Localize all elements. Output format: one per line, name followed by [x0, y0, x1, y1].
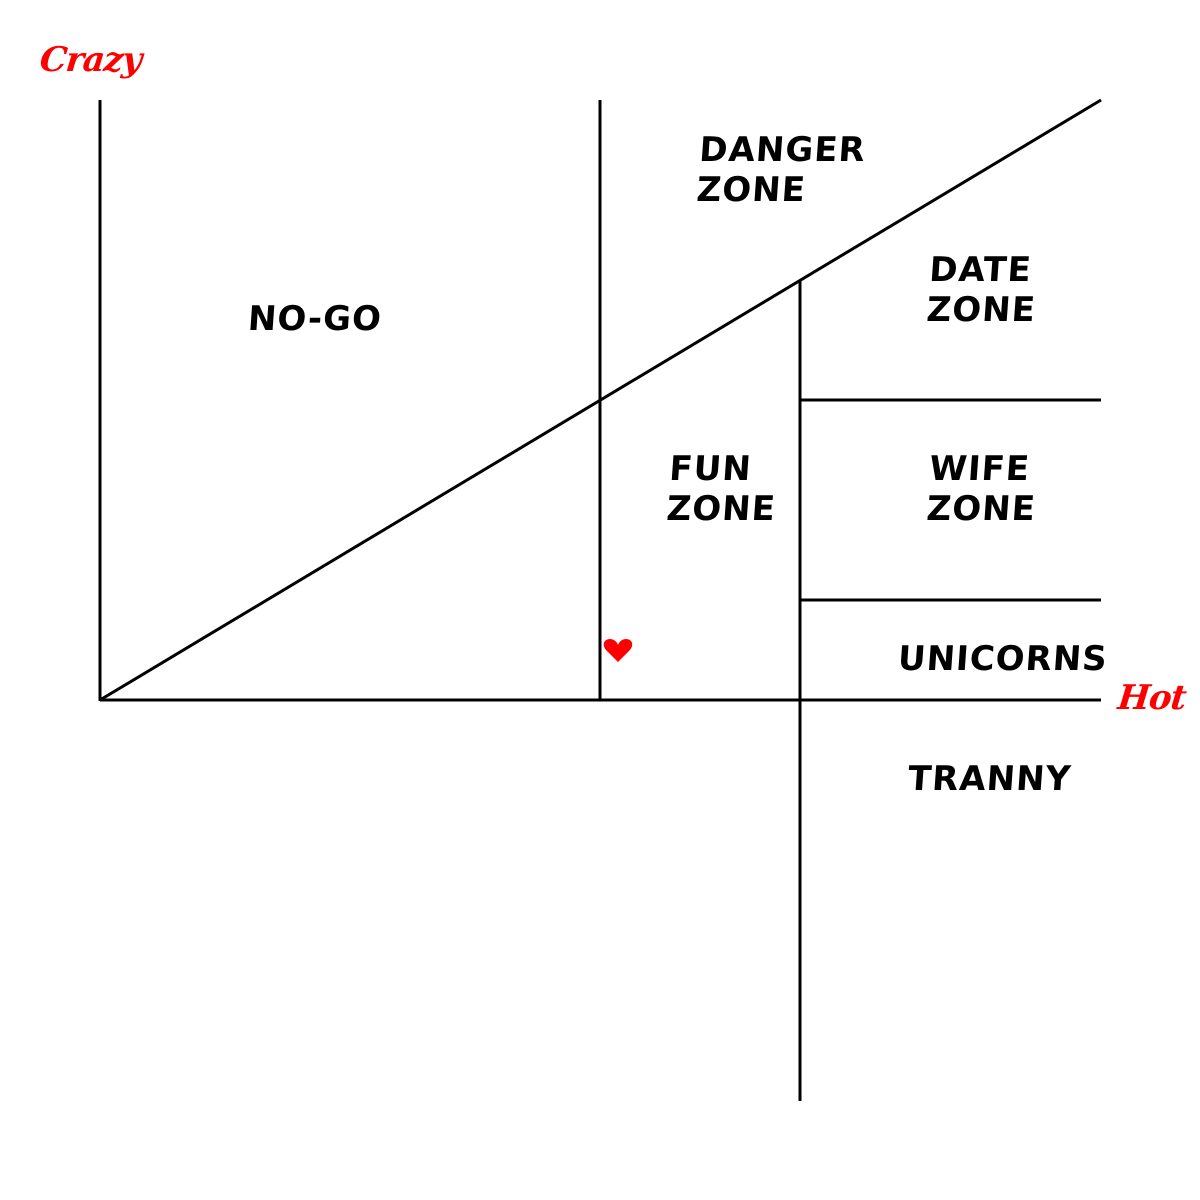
zone-label-unicorns-line1: UNICORNS — [896, 639, 1110, 679]
zone-label-danger-line2: ZONE — [695, 170, 808, 210]
zone-label-danger-line1: DANGER — [698, 130, 868, 170]
zone-label-tranny-line1: TRANNY — [906, 759, 1073, 799]
zone-label-wife: WIFE ZONE — [925, 449, 1040, 529]
zone-label-danger: DANGER ZONE — [695, 130, 867, 210]
heart-icon — [603, 639, 633, 662]
zone-label-tranny: TRANNY — [907, 759, 1073, 799]
zone-label-wife-line2: ZONE — [925, 489, 1038, 529]
zone-label-wife-line1: WIFE — [928, 449, 1032, 489]
zone-label-fun: FUN ZONE — [665, 449, 780, 529]
zone-label-unicorns: UNICORNS — [897, 639, 1110, 679]
zone-label-fun-line2: ZONE — [665, 489, 778, 529]
y-axis-label: Crazy — [37, 40, 144, 80]
zone-label-no-go-line1: NO-GO — [246, 299, 384, 339]
zone-label-no-go: NO-GO — [247, 299, 384, 339]
zone-label-fun-line1: FUN — [668, 449, 754, 489]
zone-label-date: DATE ZONE — [925, 250, 1040, 330]
x-axis-label: Hot — [1115, 678, 1188, 718]
zone-label-date-line1: DATE — [928, 250, 1034, 290]
zone-label-date-line2: ZONE — [925, 290, 1038, 330]
